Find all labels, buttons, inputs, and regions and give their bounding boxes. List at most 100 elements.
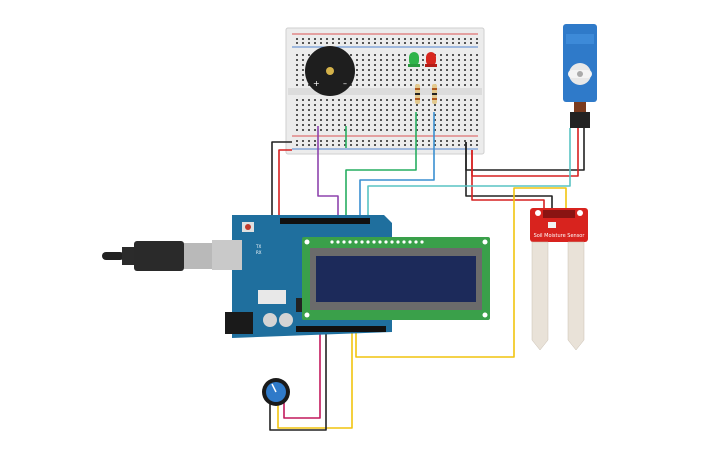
wire-red-5v-arduino[interactable]	[278, 149, 292, 226]
breadboard-hole	[344, 114, 346, 116]
servo-connector	[570, 112, 590, 128]
arduino-rx-label: RX	[256, 250, 262, 255]
breadboard-hole	[452, 69, 454, 71]
breadboard-hole	[416, 129, 418, 131]
sensor-prong-left	[531, 241, 549, 351]
led-green[interactable]	[408, 52, 420, 67]
potentiometer[interactable]	[262, 378, 290, 406]
wire-red-5v-servo[interactable]	[471, 128, 579, 177]
breadboard-hole	[428, 84, 430, 86]
wire-pot-magenta[interactable]	[283, 330, 321, 419]
breadboard-center-channel	[288, 88, 482, 95]
breadboard-hole	[356, 74, 358, 76]
resistor-2-band	[432, 98, 437, 100]
breadboard-hole	[434, 104, 436, 106]
breadboard-hole	[320, 129, 322, 131]
breadboard-hole	[374, 84, 376, 86]
breadboard-hole	[368, 54, 370, 56]
breadboard-hole	[356, 119, 358, 121]
breadboard-hole	[428, 38, 430, 40]
lcd-pin	[330, 240, 334, 244]
buzzer-plus-label: +	[313, 79, 320, 88]
wire-pot-black[interactable]	[269, 330, 327, 431]
breadboard-hole	[386, 38, 388, 40]
breadboard-hole	[338, 140, 340, 142]
breadboard-hole	[416, 119, 418, 121]
resistor-1[interactable]	[415, 84, 420, 104]
breadboard-hole	[428, 140, 430, 142]
breadboard-hole	[374, 38, 376, 40]
breadboard-hole	[374, 54, 376, 56]
breadboard-hole	[446, 38, 448, 40]
breadboard-hole	[368, 84, 370, 86]
breadboard-hole	[308, 54, 310, 56]
breadboard-hole	[380, 84, 382, 86]
soil-moisture-sensor[interactable]: Soil Moisture Sensor	[530, 208, 588, 351]
breadboard-hole	[314, 104, 316, 106]
breadboard-hole	[434, 144, 436, 146]
servo[interactable]	[563, 24, 597, 128]
breadboard-hole	[332, 42, 334, 44]
breadboard-hole	[320, 114, 322, 116]
breadboard-hole	[422, 114, 424, 116]
breadboard-hole	[410, 74, 412, 76]
breadboard-hole	[440, 42, 442, 44]
breadboard-hole	[368, 140, 370, 142]
breadboard-hole	[470, 109, 472, 111]
breadboard-hole	[296, 109, 298, 111]
breadboard-hole	[368, 124, 370, 126]
lcd-pin	[366, 240, 370, 244]
breadboard-hole	[326, 104, 328, 106]
breadboard-hole	[404, 99, 406, 101]
breadboard-hole	[392, 59, 394, 61]
wire-black-gnd-servo[interactable]	[465, 128, 585, 171]
led-green-base	[408, 64, 420, 67]
wire-sensor-yellow[interactable]	[355, 187, 567, 358]
wire-led-green[interactable]	[345, 112, 417, 222]
arduino-capacitor	[279, 313, 293, 327]
wire-led-blue[interactable]	[359, 112, 435, 222]
breadboard-hole	[470, 54, 472, 56]
breadboard-hole	[296, 99, 298, 101]
breadboard-hole	[350, 109, 352, 111]
breadboard-hole	[476, 42, 478, 44]
breadboard-hole	[392, 54, 394, 56]
breadboard-hole	[458, 124, 460, 126]
breadboard-hole	[380, 99, 382, 101]
led-red[interactable]	[425, 52, 437, 67]
lcd-mount-hole	[482, 312, 488, 318]
wire-servo-teal[interactable]	[367, 128, 571, 222]
breadboard-hole	[446, 79, 448, 81]
breadboard-hole	[398, 54, 400, 56]
breadboard-hole	[452, 119, 454, 121]
breadboard-hole	[458, 42, 460, 44]
wire-red-5v-sensor[interactable]	[471, 150, 545, 210]
lcd-display[interactable]	[302, 237, 490, 320]
breadboard-hole	[446, 99, 448, 101]
breadboard-hole	[398, 42, 400, 44]
breadboard-hole	[446, 74, 448, 76]
breadboard-hole	[452, 124, 454, 126]
buzzer[interactable]: + –	[305, 46, 355, 96]
wire-pot-yellow[interactable]	[277, 330, 353, 429]
breadboard-hole	[398, 64, 400, 66]
breadboard-hole	[446, 140, 448, 142]
breadboard-hole	[344, 119, 346, 121]
breadboard-hole	[392, 129, 394, 131]
wire-buzzer-purple[interactable]	[317, 126, 339, 222]
breadboard-hole	[380, 54, 382, 56]
breadboard-hole	[326, 144, 328, 146]
breadboard-hole	[308, 104, 310, 106]
breadboard-hole	[320, 144, 322, 146]
breadboard-hole	[326, 109, 328, 111]
breadboard-hole	[404, 54, 406, 56]
breadboard-hole	[332, 114, 334, 116]
resistor-2[interactable]	[432, 84, 437, 104]
breadboard-hole	[368, 119, 370, 121]
breadboard-hole	[434, 129, 436, 131]
usb-cable[interactable]	[102, 241, 216, 271]
breadboard-hole	[422, 119, 424, 121]
breadboard-hole	[380, 69, 382, 71]
breadboard-hole	[308, 144, 310, 146]
breadboard-hole	[416, 144, 418, 146]
